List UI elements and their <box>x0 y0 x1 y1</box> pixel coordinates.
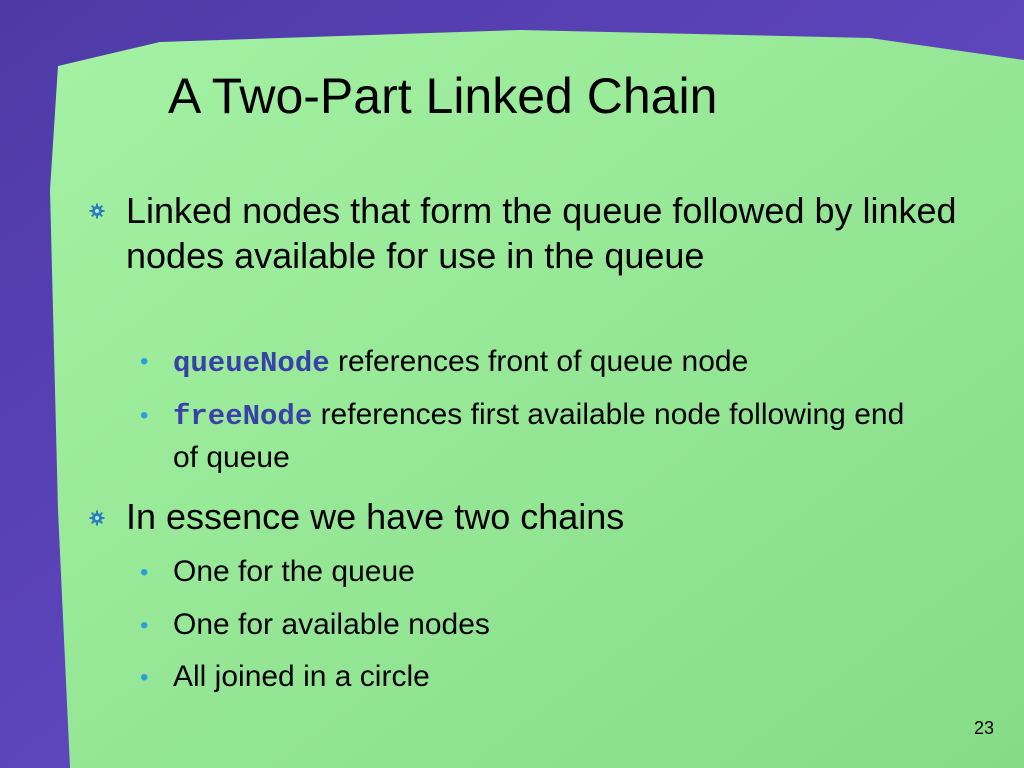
sub-bullet-item: freeNode references first available node… <box>173 394 933 478</box>
sub-bullet-item: queueNode references front of queue node <box>173 340 973 386</box>
sub-bullet-dot: • <box>140 402 149 429</box>
sub-bullet-dot: • <box>140 664 149 691</box>
sub-bullet-item: One for available nodes <box>173 608 490 641</box>
code-term: freeNode <box>173 400 313 433</box>
sub-bullet-text: references first available node followin… <box>173 398 905 474</box>
sub-bullet-dot: • <box>140 348 149 375</box>
bullet-item: Linked nodes that form the queue followe… <box>126 190 957 276</box>
content-panel <box>50 30 1024 768</box>
sub-bullet-item: One for the queue <box>173 555 415 588</box>
sub-bullet-item: All joined in a circle <box>173 660 430 693</box>
gear-bullet-icon <box>89 203 105 219</box>
sub-bullet-dot: • <box>140 612 149 639</box>
bullet-item: In essence we have two chains <box>126 496 625 537</box>
slide-title: A Two-Part Linked Chain <box>168 68 718 124</box>
page-number: 23 <box>973 718 994 738</box>
gear-bullet-icon <box>89 510 105 526</box>
code-term: queueNode <box>173 347 330 380</box>
sub-bullet-text: references front of queue node <box>329 345 749 378</box>
sub-bullet-dot: • <box>140 559 149 586</box>
